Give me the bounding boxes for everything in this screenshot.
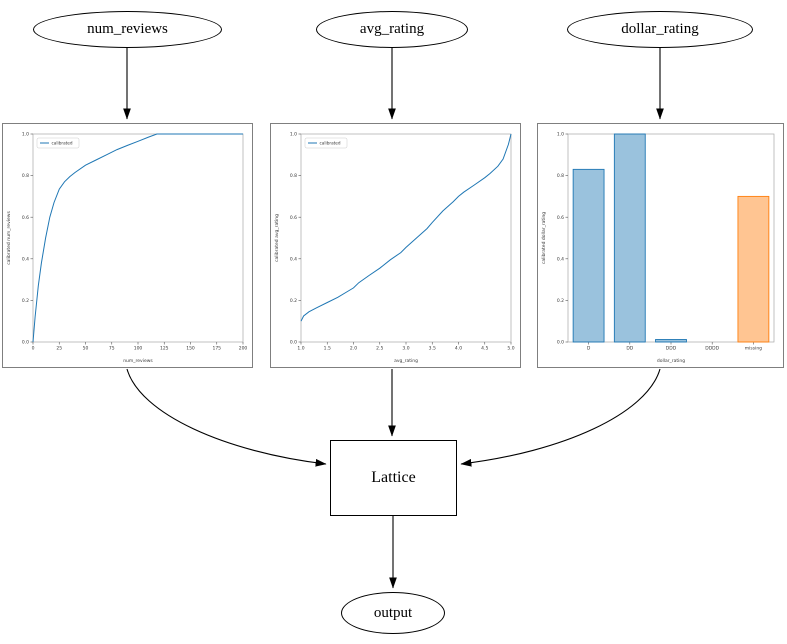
node-num-reviews-label: num_reviews (87, 21, 168, 37)
svg-text:175: 175 (212, 346, 221, 352)
svg-text:0.0: 0.0 (557, 340, 564, 346)
svg-text:0: 0 (32, 346, 35, 352)
svg-text:dollar_rating: dollar_rating (657, 358, 685, 364)
svg-text:2.0: 2.0 (350, 346, 357, 352)
plot-area (300, 133, 512, 343)
bar-missing (737, 195, 770, 343)
svg-text:25: 25 (56, 346, 62, 352)
svg-text:0.6: 0.6 (557, 215, 564, 221)
svg-text:75: 75 (109, 346, 115, 352)
svg-text:1.0: 1.0 (290, 132, 297, 138)
node-output: output (341, 592, 445, 634)
svg-text:0.4: 0.4 (557, 256, 564, 262)
svg-text:0.4: 0.4 (290, 256, 297, 262)
legend-box (36, 137, 80, 149)
svg-text:2.5: 2.5 (376, 346, 383, 352)
chart-svg: 0.0 0.2 0.4 0.6 0.8 1.0 1.0 1.5 2.0 2.5 3.0 3.5 4.0 4… (274, 132, 515, 364)
svg-text:4.0: 4.0 (455, 346, 462, 352)
svg-text:0.8: 0.8 (290, 173, 297, 179)
svg-text:5.0: 5.0 (507, 346, 514, 352)
svg-text:1.0: 1.0 (22, 132, 29, 138)
node-lattice-label: Lattice (371, 469, 416, 486)
svg-text:150: 150 (186, 346, 195, 352)
node-avg-rating: avg_rating (316, 11, 468, 48)
svg-text:missing: missing (745, 346, 762, 352)
plot-area (567, 133, 775, 343)
svg-text:0.2: 0.2 (22, 298, 29, 304)
svg-text:calibrated: calibrated (320, 141, 341, 146)
svg-text:D: D (587, 346, 591, 352)
node-num-reviews: num_reviews (33, 11, 222, 48)
svg-text:3.5: 3.5 (429, 346, 436, 352)
svg-text:0.2: 0.2 (290, 298, 297, 304)
svg-text:0.6: 0.6 (22, 215, 29, 221)
svg-text:0.6: 0.6 (290, 215, 297, 221)
svg-text:0.2: 0.2 (557, 298, 564, 304)
bar-DD (613, 133, 646, 343)
svg-text:calibrated avg_rating: calibrated avg_rating (274, 214, 280, 262)
node-output-label: output (373, 604, 413, 621)
svg-text:1.5: 1.5 (324, 346, 331, 352)
bar-DDD (655, 339, 687, 343)
node-avg-rating-label: avg_rating (359, 21, 425, 37)
svg-text:DD: DD (626, 346, 633, 352)
calibration-line (32, 133, 243, 343)
svg-text:0.0: 0.0 (22, 340, 29, 346)
calibration-line (300, 133, 512, 322)
svg-text:num_reviews: num_reviews (123, 358, 153, 364)
svg-text:DDDD: DDDD (705, 346, 719, 352)
chart-svg: 0.0 0.2 0.4 0.6 0.8 1.0 0 25 50 75 100 125 150 175 200… (6, 132, 248, 364)
svg-text:0.8: 0.8 (557, 173, 564, 179)
node-dollar-rating: dollar_rating (567, 11, 753, 48)
edge-num-reviews-calibrator-to-lattice (126, 368, 327, 467)
plot-area (32, 133, 244, 343)
svg-text:50: 50 (83, 346, 89, 352)
svg-text:125: 125 (160, 346, 169, 352)
node-dollar-rating-label: dollar_rating (621, 21, 699, 37)
svg-text:0.8: 0.8 (22, 173, 29, 179)
edge-dollar-rating-calibrator-to-lattice (460, 368, 661, 467)
node-lattice: Lattice (330, 440, 457, 516)
svg-text:0.0: 0.0 (290, 340, 297, 346)
svg-text:1.0: 1.0 (297, 346, 304, 352)
svg-text:4.5: 4.5 (481, 346, 488, 352)
legend-box (304, 137, 348, 149)
svg-text:calibrated num_reviews: calibrated num_reviews (6, 211, 12, 265)
svg-text:3.0: 3.0 (402, 346, 409, 352)
calibration-plot-num-reviews: 0.0 0.2 0.4 0.6 0.8 1.0 0 25 50 75 100 125 150 175 200… (2, 123, 253, 368)
svg-text:100: 100 (134, 346, 143, 352)
bar-D (572, 168, 605, 343)
svg-text:calibrated dollar_rating: calibrated dollar_rating (541, 212, 547, 264)
calibration-plot-avg-rating: 0.0 0.2 0.4 0.6 0.8 1.0 1.0 1.5 2.0 2.5 3.0 3.5 4.0 4… (270, 123, 521, 368)
svg-text:200: 200 (239, 346, 248, 352)
svg-text:1.0: 1.0 (557, 132, 564, 138)
svg-text:0.4: 0.4 (22, 256, 29, 262)
svg-text:avg_rating: avg_rating (394, 358, 418, 364)
svg-text:DDD: DDD (666, 346, 677, 352)
svg-text:calibrated: calibrated (52, 141, 73, 146)
